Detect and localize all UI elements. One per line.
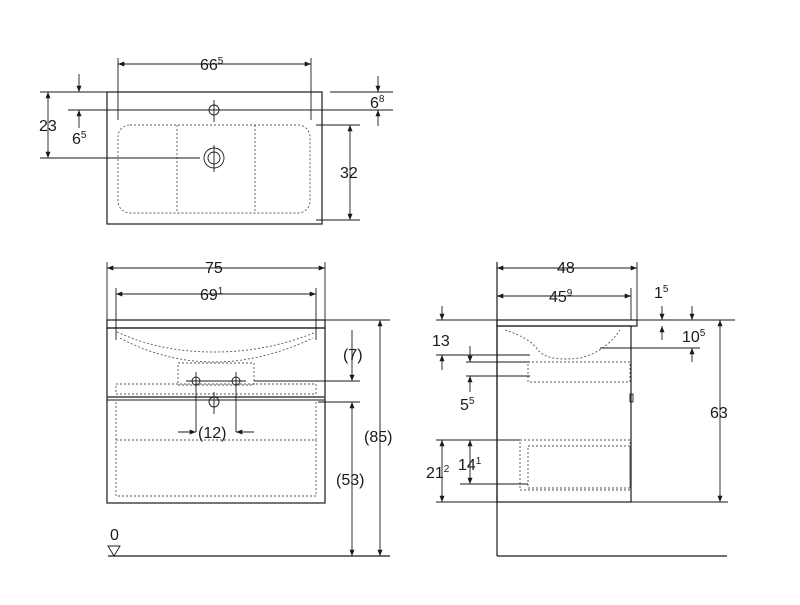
front-cabinet-body: [106, 327, 326, 504]
dim-drawer2-total: 212: [426, 464, 450, 482]
front-countertop: [106, 319, 326, 329]
front-view: 75 691 (7) (12) (53) (85) 0: [106, 260, 392, 557]
dim-body-height: 63: [710, 405, 728, 422]
floor-level-label: 0: [110, 527, 119, 544]
basin-bowl-outline: [117, 124, 311, 214]
dim-rim: 105: [682, 328, 706, 346]
dim-drawer-gap: (7): [343, 347, 363, 364]
top-view: 665 68 23 65 32: [39, 56, 393, 225]
dim-side-top: 13: [432, 333, 450, 350]
dim-top-overhang: 68: [370, 94, 385, 112]
dim-side-inner-depth: 459: [549, 288, 573, 306]
dim-front-total-width: 75: [205, 260, 223, 277]
dim-top-width: 665: [200, 56, 224, 74]
dim-basin-depth: 32: [340, 165, 358, 182]
front-lower-drawer-inner: [115, 439, 317, 497]
dim-drawer1: 55: [460, 396, 475, 414]
dim-drawer2: 141: [458, 456, 482, 474]
dim-total-height: (85): [364, 429, 392, 446]
dim-tap-offset: 65: [72, 130, 87, 148]
dim-front-inner-width: 691: [200, 286, 224, 304]
front-siphon: [177, 362, 255, 386]
dim-side-depth: 48: [557, 260, 575, 277]
front-basin-bowl-inner: [119, 337, 314, 363]
dim-drain-width: (12): [198, 425, 226, 442]
dim-lower-height: (53): [336, 472, 364, 489]
side-handle: [629, 393, 634, 403]
side-lower-drawer-inner: [527, 445, 631, 489]
side-upper-drawer: [527, 361, 631, 383]
side-lower-drawer: [519, 439, 631, 491]
side-view: 48 459 15 105 13 55 141 212: [426, 260, 735, 557]
side-countertop: [496, 319, 638, 327]
dim-top-thickness: 15: [654, 284, 669, 302]
front-upper-drawer-inner: [115, 383, 317, 395]
front-basin-bowl: [116, 331, 317, 353]
floor-marker-icon: [107, 545, 121, 557]
side-cabinet-body: [496, 325, 632, 503]
dim-top-depth: 23: [39, 118, 57, 135]
